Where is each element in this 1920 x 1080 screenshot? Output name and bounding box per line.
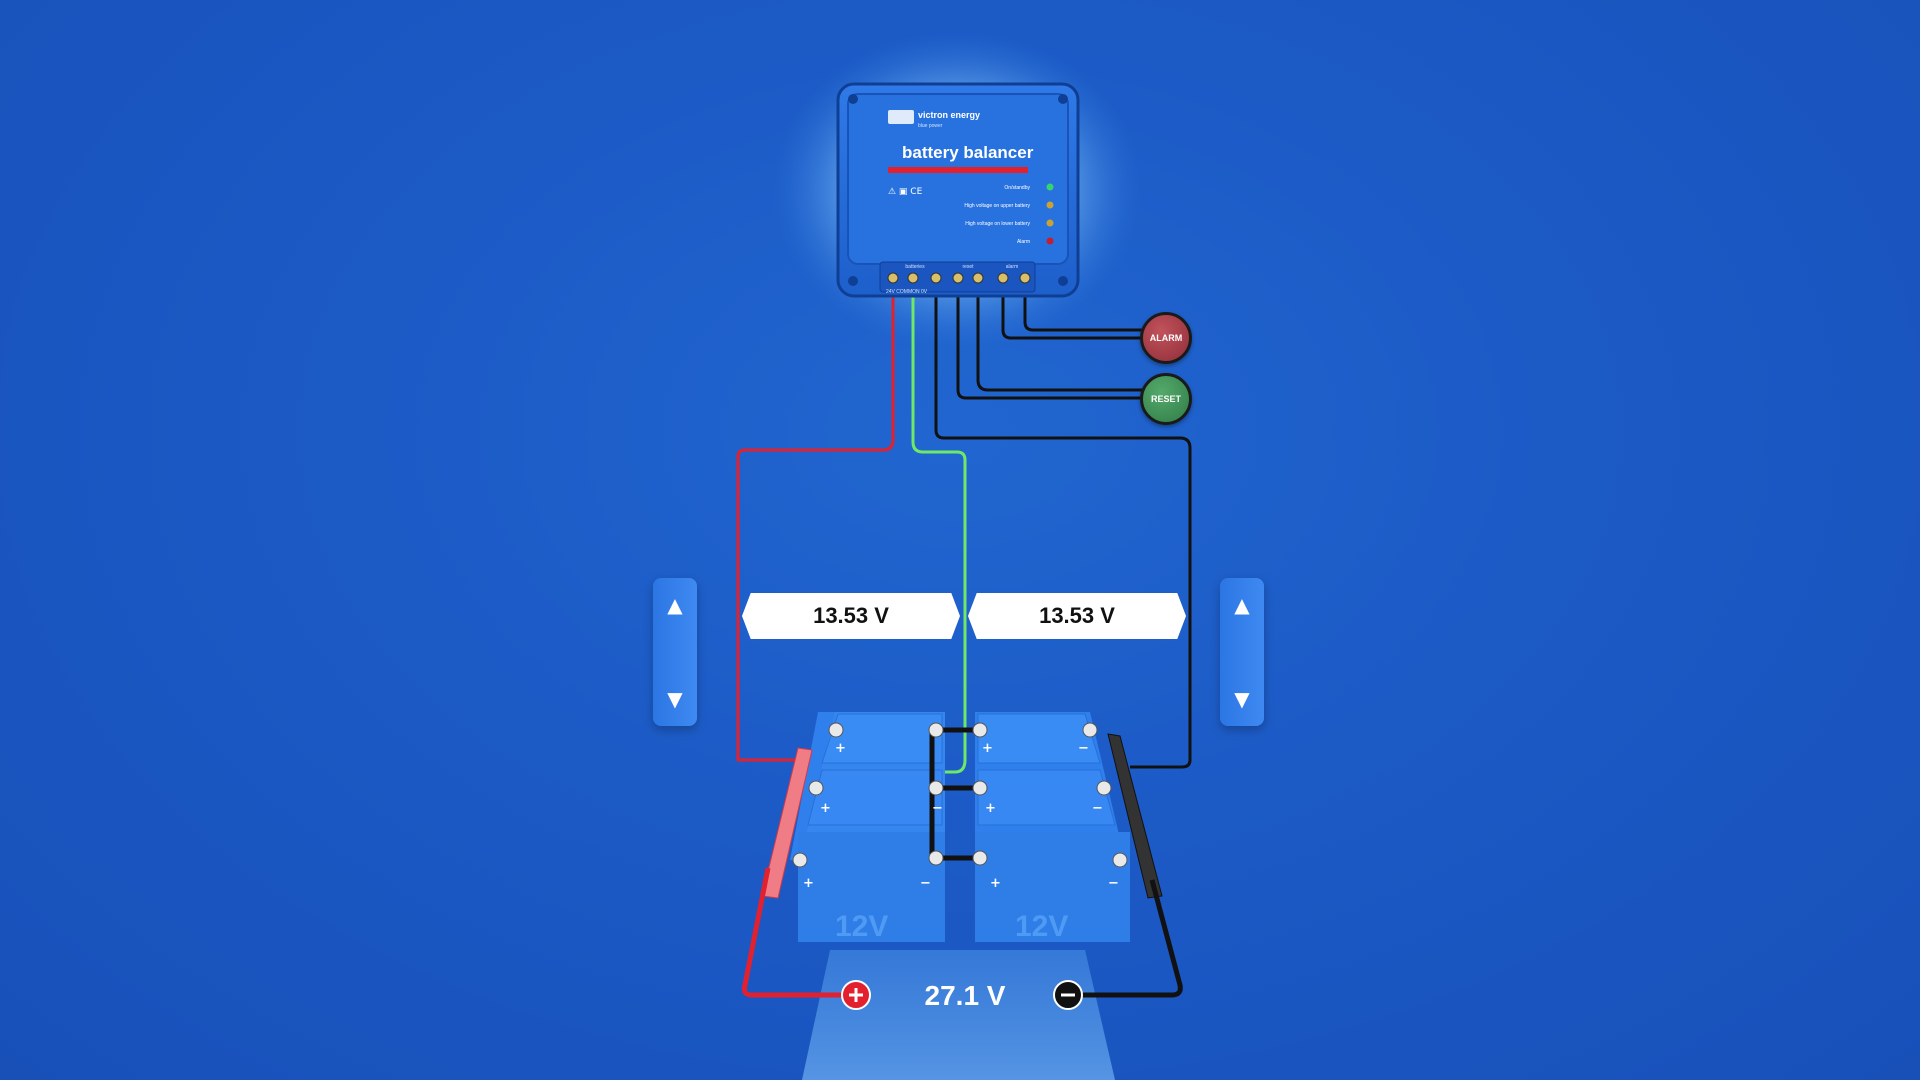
lower-voltage-text: 13.53 V [1039, 603, 1115, 628]
positive-busbar [761, 747, 813, 899]
svg-text:+: + [990, 876, 1001, 891]
main-negative-wire [1068, 879, 1183, 998]
battery-terminals [792, 722, 1128, 868]
polarity-marks: + + + − − + + + − − − [803, 741, 1119, 891]
negative-busbar [1107, 733, 1163, 899]
warning-icons: ⚠ ▣ CE [888, 187, 923, 197]
midpoint-sense-wire [911, 292, 967, 774]
terminal-group-labels: batteries reset alarm [905, 264, 1018, 270]
right-up-arrow-icon[interactable]: ▲ [1234, 593, 1250, 617]
battery-floor [802, 950, 1115, 1080]
svg-text:+: + [820, 801, 831, 816]
svg-text:+: + [835, 741, 846, 756]
alarm-label: ALARM [1149, 333, 1183, 343]
total-voltage: 27.1 V [924, 980, 1006, 1011]
led-label: On/standby [1004, 185, 1030, 191]
battery-bank: 12V 12V [761, 712, 1163, 943]
terminal-screw-icon [997, 272, 1009, 284]
terminal-group-label: alarm [1006, 264, 1019, 270]
svg-text:−: − [1092, 801, 1103, 816]
terminal-screw-icon [972, 272, 984, 284]
terminal-labels: 24V COMMON 0V [886, 289, 928, 295]
terminal-screw-icon [952, 272, 964, 284]
terminal-screw-icon [1019, 272, 1031, 284]
alarm-wire-a [1001, 292, 1143, 340]
left-voltage-stepper[interactable]: ▲ ▼ [653, 578, 697, 726]
terminal-screw-icon [907, 272, 919, 284]
upper-voltage-text: 13.53 V [813, 603, 889, 628]
svg-text:−: − [920, 876, 931, 891]
alarm-wire-b [1023, 292, 1143, 332]
main-positive-wire [741, 867, 856, 998]
brand-tagline: blue power [918, 123, 943, 129]
positive-sense-wire [736, 292, 895, 762]
reset-button[interactable]: RESET [1140, 373, 1192, 425]
upper-battery-voltage: 13.53 V [742, 593, 960, 639]
alarm-button[interactable]: ALARM [1140, 312, 1192, 364]
battery-right: 12V [975, 712, 1130, 943]
right-voltage-stepper[interactable]: ▲ ▼ [1220, 578, 1264, 726]
battery-left: 12V [790, 712, 945, 943]
led-label: High voltage on upper battery [964, 203, 1030, 209]
device-title: battery balancer [902, 143, 1034, 162]
reset-wire-b [976, 292, 1143, 392]
svg-text:+: + [982, 741, 993, 756]
status-led-icon [1046, 201, 1054, 209]
terminal-screws [887, 272, 1031, 284]
status-led-icon [1046, 219, 1054, 227]
status-led-icon [1046, 237, 1054, 245]
svg-text:+: + [985, 801, 996, 816]
reset-label: RESET [1150, 394, 1181, 404]
left-down-arrow-icon[interactable]: ▼ [667, 687, 683, 711]
battery-left-label: 12V [835, 910, 888, 943]
status-led-icon [1046, 183, 1054, 191]
right-down-arrow-icon[interactable]: ▼ [1234, 687, 1250, 711]
svg-text:−: − [1108, 876, 1119, 891]
title-underline [888, 167, 1028, 173]
reset-wire-a [956, 292, 1143, 400]
wires [736, 292, 1192, 774]
terminal-screw-icon [930, 272, 942, 284]
left-up-arrow-icon[interactable]: ▲ [667, 593, 683, 617]
svg-text:+: + [803, 876, 814, 891]
svg-text:−: − [1078, 741, 1089, 756]
negative-sense-wire [934, 292, 1192, 769]
led-label: High voltage on lower battery [965, 221, 1030, 227]
terminal-screw-icon [887, 272, 899, 284]
terminal-group-label: batteries [905, 264, 925, 270]
battery-right-label: 12V [1015, 910, 1068, 943]
lower-battery-voltage: 13.53 V [968, 593, 1186, 639]
svg-text:−: − [932, 801, 943, 816]
terminal-group-label: reset [962, 264, 974, 270]
battery-balancer-device: victron energy blue power battery balanc… [836, 82, 1080, 298]
brand-name: victron energy [918, 110, 980, 120]
led-label: Alarm [1017, 239, 1030, 245]
victron-logo-icon [888, 110, 914, 124]
